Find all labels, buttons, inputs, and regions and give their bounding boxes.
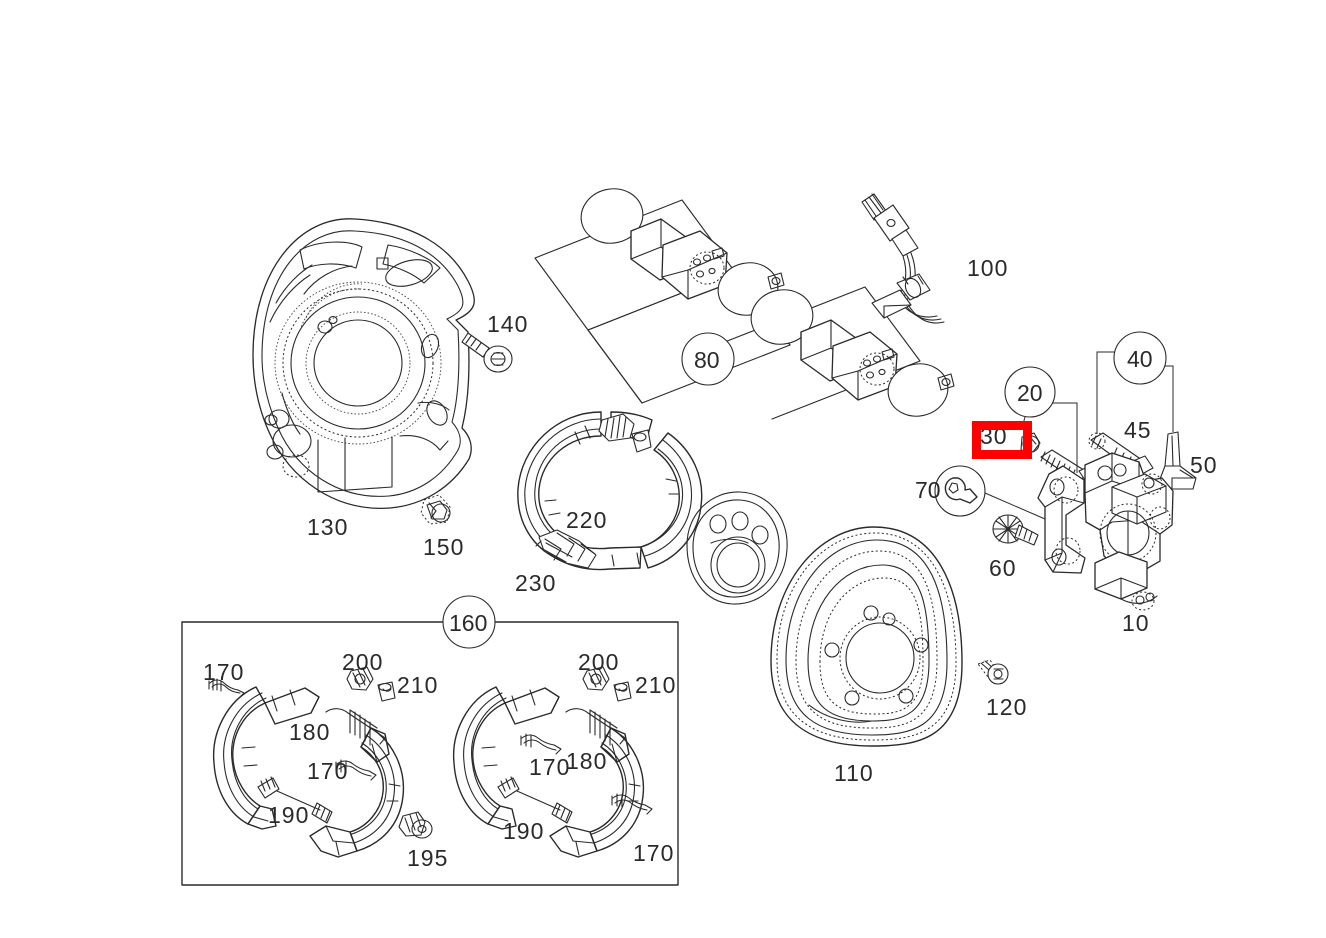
part-label-110: 110 [834, 760, 874, 786]
part-220-parking-brake-shoes [517, 411, 703, 571]
highlight-box-part-30[interactable] [972, 421, 1032, 459]
kit-label-210-a: 210 [397, 672, 439, 698]
kit-label-170-b: 170 [307, 758, 349, 784]
part-110-brake-disc [770, 526, 963, 747]
kit-label-190-a: 190 [268, 802, 310, 828]
balloon-label-70: 70 [915, 477, 941, 503]
kit-shoe-right-1 [452, 686, 560, 830]
kit-part-180-right [565, 708, 626, 746]
kit-label-190-b: 190 [503, 818, 545, 844]
kit-shoe-left-1 [212, 686, 320, 830]
part-130-backing-plate [252, 218, 475, 509]
part-80-brake-pad-1 [580, 188, 785, 316]
balloon-label-80: 80 [694, 347, 720, 373]
part-label-50: 50 [1190, 452, 1218, 478]
part-label-220: 220 [566, 507, 608, 533]
part-label-230: 230 [515, 570, 557, 596]
kit-part-200-left [346, 666, 374, 691]
leader-lines [984, 351, 1174, 520]
part-60-bleeder-screw [992, 514, 1039, 546]
balloon-label-40: 40 [1127, 346, 1153, 372]
balloon-label-160: 160 [449, 610, 488, 636]
kit-shoe-left-2 [309, 727, 405, 858]
wrench-icon [944, 477, 978, 504]
kit-label-170-d: 170 [633, 840, 675, 866]
kit-part-190-right [497, 776, 573, 824]
part-230-adjuster [535, 529, 597, 569]
part-label-100: 100 [967, 255, 1009, 281]
kit-label-170-c: 170 [529, 754, 571, 780]
kit-label-210-b: 210 [635, 672, 677, 698]
kit-shoe-right-2 [549, 727, 645, 858]
part-10-brake-caliper [1037, 452, 1174, 611]
kit-part-190-left [257, 776, 333, 824]
part-label-60: 60 [989, 555, 1017, 581]
kit-label-180-a: 180 [289, 719, 331, 745]
part-120-disc-screw [977, 659, 1009, 685]
part-label-130: 130 [307, 514, 349, 540]
kit-part-210-right [613, 681, 632, 702]
kit-part-170-mid-right [520, 733, 562, 755]
part-label-45: 45 [1124, 417, 1152, 443]
kit-label-180-b: 180 [566, 748, 608, 774]
kit-box-160 [181, 621, 679, 886]
kit-label-200-b: 200 [578, 649, 620, 675]
kit-part-195 [398, 811, 433, 839]
part-150-plug [420, 494, 451, 525]
balloon-circles [442, 331, 1167, 649]
kit-part-170-mid-left [335, 759, 377, 781]
kit-label-200-a: 200 [342, 649, 384, 675]
part-100-wear-sensor [861, 193, 945, 324]
part-80-brake-pad-2 [750, 289, 955, 417]
kit-part-210-left [377, 681, 396, 702]
kit-part-200-right [582, 666, 610, 691]
kit-part-170-br [611, 793, 653, 815]
part-label-150: 150 [423, 534, 465, 560]
part-140-bolt [461, 332, 513, 373]
part-50-spring-clip [1159, 431, 1197, 490]
part-label-140: 140 [487, 311, 529, 337]
kit-part-180-left [325, 708, 386, 746]
kit-label-170-a: 170 [203, 659, 245, 685]
kit-label-195: 195 [407, 845, 449, 871]
part-hub-flange [686, 491, 788, 605]
balloon-label-20: 20 [1017, 380, 1043, 406]
part-label-10: 10 [1122, 610, 1150, 636]
part-label-120: 120 [986, 694, 1028, 720]
